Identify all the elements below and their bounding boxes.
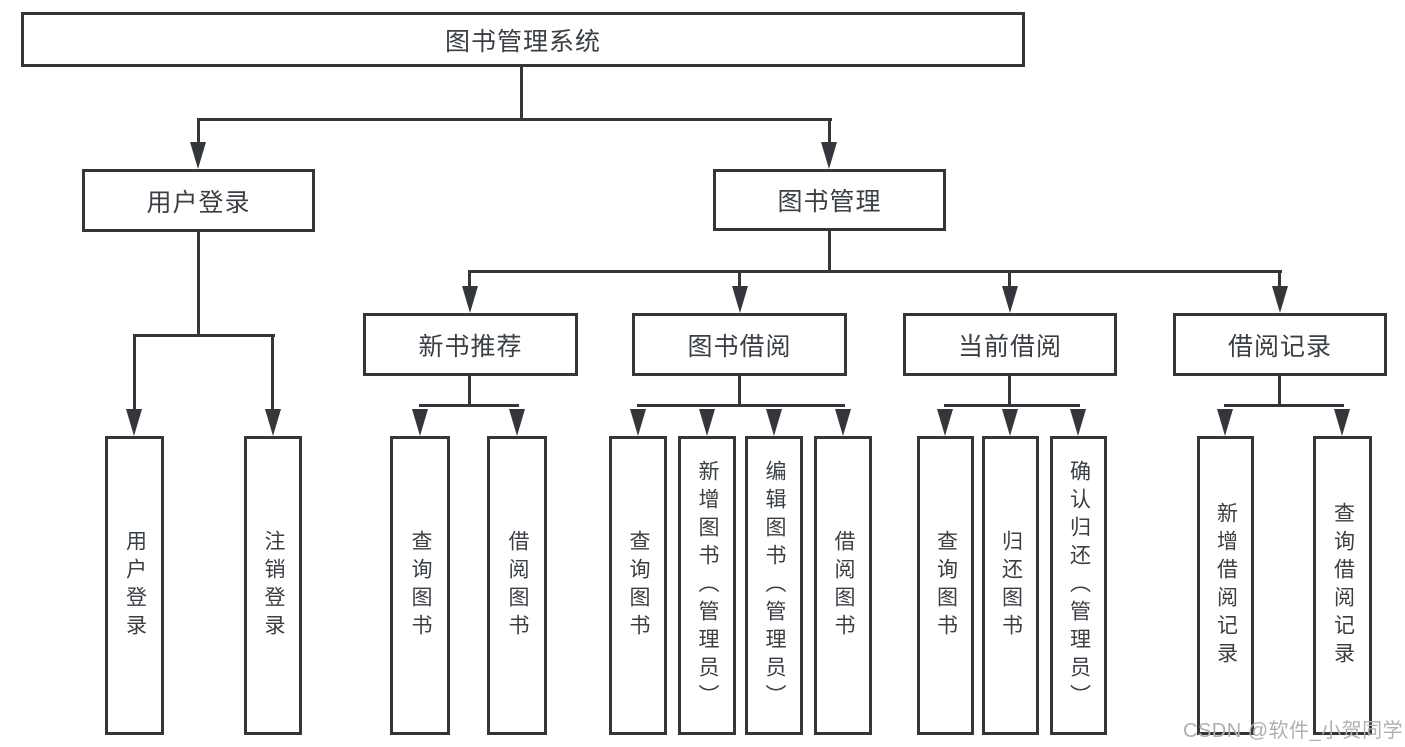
connector-root-drop-left xyxy=(197,118,200,148)
connector-userlogin-stem xyxy=(197,231,200,337)
leaf-cb-return-books: 归还图书 xyxy=(982,436,1039,735)
connector-root-rail xyxy=(198,118,832,121)
leaf-label: 注销登录 xyxy=(262,529,285,642)
connector-userlogin-drop-2 xyxy=(271,334,274,412)
arrow-down-icon xyxy=(509,409,525,436)
leaf-label: 查询借阅记录 xyxy=(1331,501,1355,670)
connector-userlogin-drop-1 xyxy=(133,334,136,412)
leaf-bb-borrow-books: 借阅图书 xyxy=(814,436,872,735)
arrow-down-icon xyxy=(937,409,953,436)
leaf-bb-edit-books-admin: 编辑图书（管理员） xyxy=(745,436,803,735)
leaf-label: 编辑图书（管理员） xyxy=(763,459,786,712)
leaf-nb-query-books: 查询图书 xyxy=(390,436,450,735)
connector-bookmgmt-stem xyxy=(828,231,831,273)
node-label: 用户登录 xyxy=(146,188,251,217)
arrow-down-icon xyxy=(699,409,715,436)
connector-bookmgmt-drop-1 xyxy=(468,270,471,290)
leaf-label: 查询图书 xyxy=(627,529,650,642)
connector-br-rail xyxy=(1224,404,1344,407)
arrow-down-icon xyxy=(1002,286,1018,313)
node-label: 借阅记录 xyxy=(1227,332,1332,361)
arrow-down-icon xyxy=(1334,409,1350,436)
connector-bookmgmt-drop-4 xyxy=(1278,270,1281,290)
node-book-management: 图书管理 xyxy=(713,169,946,231)
leaf-label: 借阅图书 xyxy=(506,529,529,642)
arrow-down-icon xyxy=(126,409,142,436)
leaf-label: 用户登录 xyxy=(123,529,147,642)
arrow-down-icon xyxy=(821,142,837,169)
leaf-label: 归还图书 xyxy=(999,529,1023,642)
node-current-borrow: 当前借阅 xyxy=(903,313,1117,376)
csdn-watermark: CSDN @软件_小贺同学 xyxy=(1183,720,1404,742)
node-label: 图书管理 xyxy=(777,188,882,216)
leaf-logout: 注销登录 xyxy=(244,436,302,735)
arrow-down-icon xyxy=(732,286,748,313)
connector-bookmgmt-rail xyxy=(468,270,1282,273)
node-label: 当前借阅 xyxy=(957,332,1062,361)
node-user-login: 用户登录 xyxy=(82,169,315,232)
leaf-label: 新增借阅记录 xyxy=(1214,501,1238,670)
arrow-down-icon xyxy=(630,409,646,436)
connector-root-stem xyxy=(520,66,523,120)
connector-cb-stem xyxy=(1008,375,1011,407)
leaf-label: 查询图书 xyxy=(409,529,432,642)
leaf-cb-query-books: 查询图书 xyxy=(917,436,974,735)
arrow-down-icon xyxy=(190,142,206,169)
connector-bb-rail xyxy=(637,404,845,407)
leaf-bb-query-books: 查询图书 xyxy=(609,436,667,735)
leaf-user-login: 用户登录 xyxy=(105,436,164,735)
arrow-down-icon xyxy=(1272,286,1288,313)
leaf-nb-borrow-books: 借阅图书 xyxy=(487,436,547,735)
connector-bookmgmt-drop-2 xyxy=(738,270,741,290)
connector-root-drop-right xyxy=(828,118,831,148)
node-new-book-recommend: 新书推荐 xyxy=(363,313,578,376)
leaf-label: 确认归还（管理员） xyxy=(1067,459,1091,712)
connector-bb-stem xyxy=(738,375,741,407)
arrow-down-icon xyxy=(412,409,428,436)
arrow-down-icon xyxy=(462,286,478,313)
leaf-br-query-borrow-record: 查询借阅记录 xyxy=(1313,436,1372,735)
connector-cb-rail xyxy=(944,404,1080,407)
arrow-down-icon xyxy=(835,409,851,436)
node-book-borrow: 图书借阅 xyxy=(632,313,847,376)
leaf-bb-add-books-admin: 新增图书（管理员） xyxy=(678,436,736,735)
leaf-label: 新增图书（管理员） xyxy=(696,459,719,712)
node-label: 图书借阅 xyxy=(687,332,792,361)
connector-bookmgmt-drop-3 xyxy=(1008,270,1011,290)
arrow-down-icon xyxy=(766,409,782,436)
leaf-cb-confirm-return-admin: 确认归还（管理员） xyxy=(1050,436,1107,735)
leaf-label: 借阅图书 xyxy=(832,529,855,642)
arrow-down-icon xyxy=(1002,409,1018,436)
leaf-br-add-borrow-record: 新增借阅记录 xyxy=(1197,436,1254,735)
connector-nb-stem xyxy=(468,375,471,407)
arrow-down-icon xyxy=(265,409,281,436)
connector-br-stem xyxy=(1278,375,1281,407)
arrow-down-icon xyxy=(1217,409,1233,436)
arrow-down-icon xyxy=(1070,409,1086,436)
node-label: 新书推荐 xyxy=(418,332,523,361)
leaf-label: 查询图书 xyxy=(934,529,958,642)
node-library-management-system: 图书管理系统 xyxy=(21,12,1025,67)
connector-userlogin-rail xyxy=(133,334,275,337)
node-label: 图书管理系统 xyxy=(444,27,601,56)
connector-nb-rail xyxy=(419,404,519,407)
node-borrow-record: 借阅记录 xyxy=(1173,313,1387,376)
